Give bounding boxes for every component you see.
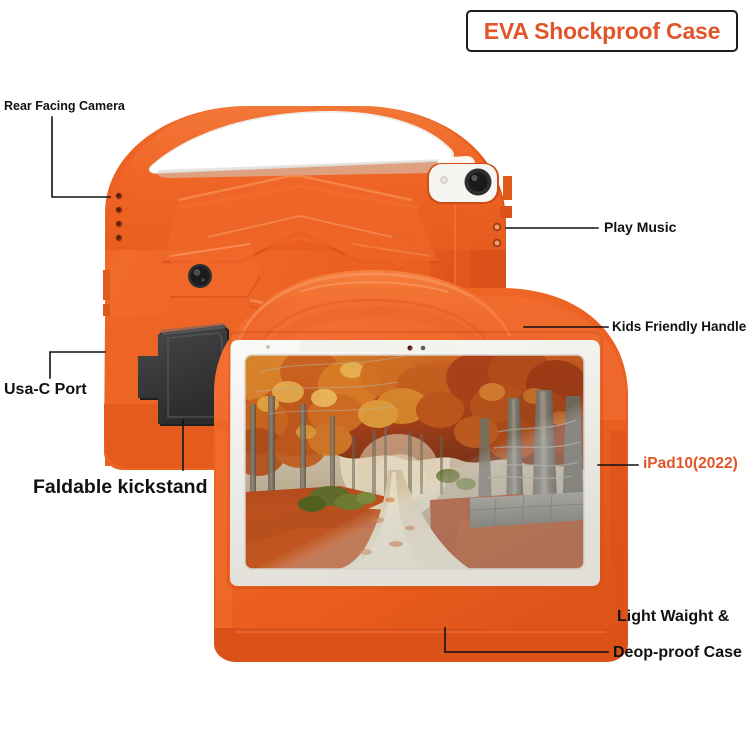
callout-foldable-kickstand: Faldable kickstand xyxy=(33,476,208,498)
title-badge: EVA Shockproof Case xyxy=(466,10,738,52)
camera-cutout xyxy=(427,163,499,204)
callout-light-weight: Light Waight & xyxy=(617,608,730,625)
callout-rear-facing-camera: Rear Facing Camera xyxy=(4,99,125,113)
tablet-device xyxy=(230,340,600,586)
page-title: EVA Shockproof Case xyxy=(483,17,721,44)
callout-usb-c-port: Usa-C Port xyxy=(4,381,87,398)
foldable-kickstand xyxy=(138,323,229,426)
screw-stud xyxy=(188,264,212,288)
callout-drop-proof-case: Deop-proof Case xyxy=(613,644,742,661)
front-camera-dots xyxy=(266,345,426,351)
callout-ipad-model: iPad10(2022) xyxy=(643,455,738,472)
speaker-holes xyxy=(115,192,123,242)
front-case xyxy=(214,270,628,662)
volume-buttons xyxy=(492,222,502,248)
rear-case xyxy=(103,106,512,470)
callout-kids-friendly-handle: Kids Friendly Handle xyxy=(612,319,747,334)
callout-play-music: Play Music xyxy=(604,219,677,235)
